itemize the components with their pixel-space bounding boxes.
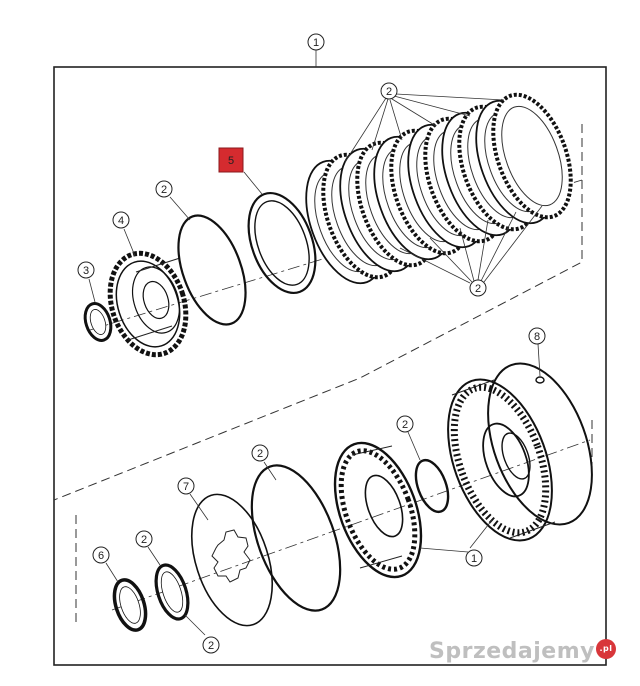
part-2-seal-ring-small — [414, 458, 450, 514]
leader-2-ring-lower-mid — [263, 461, 277, 481]
part-8-fitting — [535, 343, 545, 384]
part-5-pressure-ring — [247, 191, 317, 295]
part-3-snap-ring — [83, 302, 113, 342]
callout-number: 1 — [313, 37, 319, 49]
callout-5-highlight-box — [218, 147, 244, 173]
leaders-2-discs-top — [344, 93, 505, 163]
callout-circle — [177, 477, 195, 495]
part-1-piston — [333, 441, 423, 579]
leader-7 — [189, 493, 209, 521]
part-2-snap-ring-lower — [154, 563, 190, 621]
leader-6 — [105, 562, 119, 583]
clutch-disc-inner-edge — [501, 105, 563, 207]
clutch-disc — [491, 92, 573, 220]
leader-2-snap-lower — [184, 614, 206, 636]
callout-circle — [112, 211, 130, 229]
callout-number: 2 — [161, 184, 167, 196]
callout-circle — [135, 530, 153, 548]
callout-circle — [465, 549, 483, 567]
callout-number: 2 — [475, 283, 481, 295]
callout-number: 3 — [83, 265, 89, 277]
leader-5 — [243, 171, 263, 195]
callout-circle — [155, 180, 173, 198]
callout-number: 2 — [141, 534, 147, 546]
callout-circle — [307, 33, 325, 51]
callout-number: 2 — [208, 640, 214, 652]
leader-3 — [88, 278, 96, 303]
callout-group: 1 2 2 2 3 4 5 2 2 1 8 7 6 2 2 — [77, 33, 546, 654]
callout-circle — [202, 636, 220, 654]
part-2-seal-ring-lower — [250, 464, 342, 612]
callout-number: 7 — [183, 481, 189, 493]
callout-number: 2 — [257, 448, 263, 460]
callout-number: 4 — [118, 215, 124, 227]
watermark-suffix: .pl — [596, 639, 616, 659]
callout-circle — [77, 261, 95, 279]
leader-1-lower — [419, 547, 469, 553]
callout-number: 6 — [98, 550, 104, 562]
callout-number: 2 — [386, 86, 392, 98]
part-4-gear-hub — [107, 250, 189, 358]
part-1-clutch-housing — [447, 362, 593, 542]
leader-4 — [123, 228, 136, 257]
callout-number: 1 — [471, 553, 477, 565]
callout-number: 8 — [534, 331, 540, 343]
callout-circle — [380, 82, 398, 100]
leader-2-ring-upper — [169, 196, 191, 221]
callout-circle — [396, 415, 414, 433]
callout-number: 2 — [402, 419, 408, 431]
part-2-seal-ring-upper — [177, 214, 247, 326]
diagram-frame — [53, 66, 607, 666]
watermark-text: Sprzedajemy — [429, 639, 595, 664]
part-7-splined-plate — [191, 493, 273, 627]
leaders-2-discs-bottom — [399, 205, 543, 284]
part-6-snap-ring — [112, 578, 148, 632]
callout-circle — [92, 546, 110, 564]
leader-2-snap-upper — [147, 546, 161, 566]
callout-number: 5 — [228, 155, 234, 167]
leader-2-ring-lower-right — [407, 431, 421, 461]
leader-1-lower-b — [469, 519, 493, 549]
callout-circle — [251, 444, 269, 462]
part-2-clutch-disc-pack — [305, 92, 573, 285]
assembly-boundary-top — [53, 124, 583, 501]
callout-circle — [469, 279, 487, 297]
watermark: Sprzedajemy.pl — [429, 639, 616, 664]
callout-circle — [528, 327, 546, 345]
